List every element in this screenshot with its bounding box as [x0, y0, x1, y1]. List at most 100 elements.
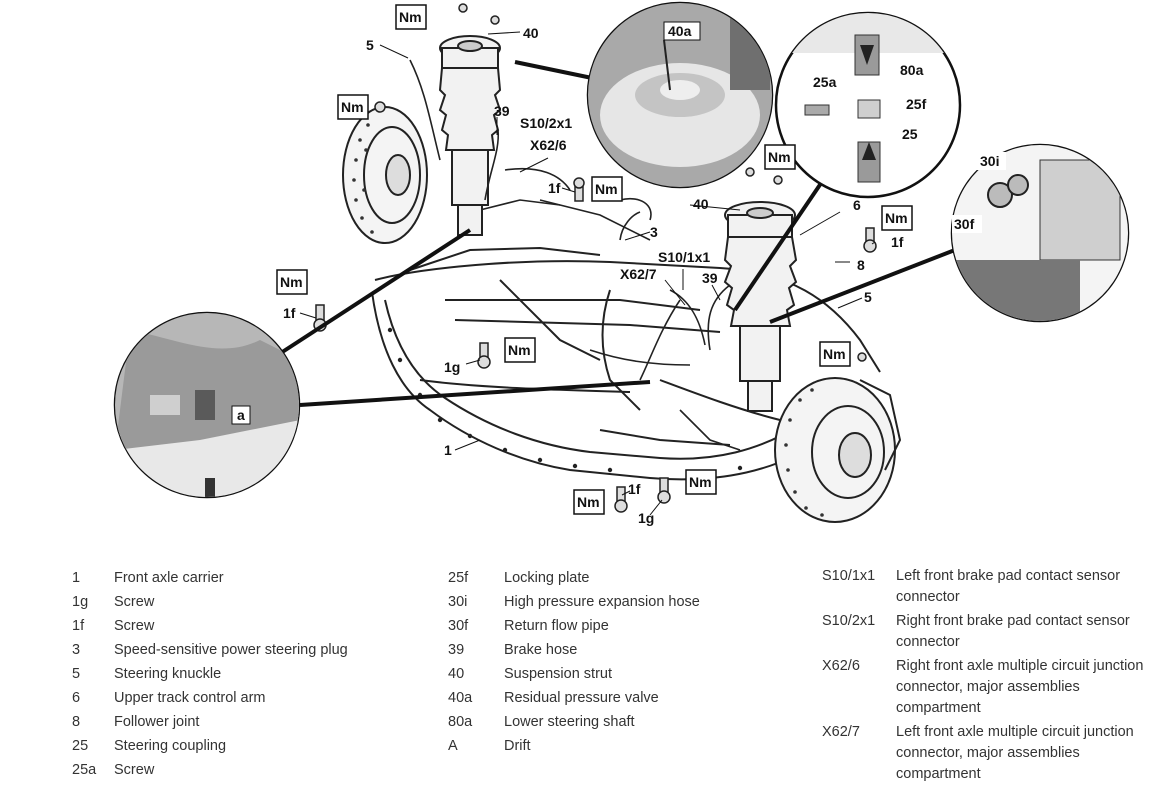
legend-key: X62/6: [822, 658, 860, 674]
legend-key: 80a: [448, 714, 473, 730]
callout-25: 25: [902, 126, 918, 142]
callout-80a: 80a: [900, 62, 924, 78]
right-suspension-strut: [723, 201, 798, 412]
torque-label: Nm: [280, 274, 303, 290]
legend-key: S10/1x1: [822, 568, 876, 584]
legend-column-2: 25f Locking plate 30i High pressure expansi…: [448, 566, 788, 758]
callout-a: a: [237, 407, 245, 423]
callout-s10-1x1: S10/1x1: [658, 249, 710, 265]
callout-x62-6: X62/6: [530, 137, 567, 153]
legend-item: 39 Brake hose: [448, 638, 788, 662]
legend-item: 1g Screw: [72, 590, 402, 614]
bolts: [313, 3, 877, 513]
right-brake-disc: [774, 377, 902, 523]
legend-item: A Drift: [448, 734, 788, 758]
legend-key: 25: [72, 738, 89, 754]
torque-label: Nm: [595, 181, 618, 197]
callout-1: 1: [444, 442, 452, 458]
front-axle-carrier-drawing: [371, 199, 881, 481]
legend-key: 40: [448, 666, 465, 682]
callout-40-top: 40: [523, 25, 539, 41]
front-axle-diagram: a 40a 80a 25a 25f: [113, 1, 1130, 526]
legend-description: Residual pressure valve: [504, 690, 659, 706]
callout-25f: 25f: [906, 96, 927, 112]
legend-key: 25f: [448, 570, 469, 586]
legend-key: 30i: [448, 594, 468, 610]
callout-40-center: 40: [693, 196, 709, 212]
callout-labels: 5 40 39 S10/2x1 X62/6 1f 3 40 6 1f S10/1…: [283, 25, 904, 526]
detail-circle-residual-valve: 40a: [586, 1, 774, 189]
legend-key: 5: [72, 666, 81, 682]
callout-25a: 25a: [813, 74, 837, 90]
legend-item: 25 Steering coupling: [72, 734, 402, 758]
legend-key: 8: [72, 714, 81, 730]
legend-key: 40a: [448, 690, 473, 706]
legend-key: 1f: [72, 618, 85, 634]
legend-description: Screw: [114, 618, 155, 634]
torque-label: Nm: [399, 9, 422, 25]
legend-item: X62/6 Right front axle multiple circuit j…: [822, 656, 1152, 719]
legend-description: Follower joint: [114, 714, 200, 730]
torque-label: Nm: [508, 342, 531, 358]
legend-item: 1f Screw: [72, 614, 402, 638]
legend-item: 1 Front axle carrier: [72, 566, 402, 590]
legend-key: 25a: [72, 762, 97, 778]
legend-description: Steering coupling: [114, 738, 227, 754]
torque-labels: Nm Nm Nm Nm Nm Nm Nm Nm Nm Nm: [280, 9, 908, 510]
legend-key: 30f: [448, 618, 469, 634]
callout-3: 3: [650, 224, 658, 240]
legend-key: 1: [72, 570, 81, 586]
legend-description: Brake hose: [504, 642, 578, 658]
legend-description: Drift: [504, 738, 531, 754]
legend-key: 3: [72, 642, 81, 658]
legend-key: 39: [448, 642, 465, 658]
detail-circle-steering-coupling: 80a 25a 25f 25: [774, 11, 962, 199]
callout-40a: 40a: [668, 23, 692, 39]
callout-1f-left: 1f: [283, 305, 296, 321]
legend-description: Right front brake pad contact sensor con…: [896, 613, 1130, 650]
legend-item: 40a Residual pressure valve: [448, 686, 788, 710]
legend-description: Steering knuckle: [114, 666, 222, 682]
legend-column-3: S10/1x1 Left front brake pad contact sens…: [822, 566, 1152, 788]
torque-label: Nm: [577, 494, 600, 510]
legend-description: High pressure expansion hose: [504, 594, 700, 610]
callout-39-top: 39: [494, 103, 510, 119]
callout-1f-bottom: 1f: [628, 481, 641, 497]
detail-circle-pressure-hoses: 30i 30f: [950, 143, 1130, 323]
callout-8: 8: [857, 257, 865, 273]
legend-item: 30f Return flow pipe: [448, 614, 788, 638]
callout-1f-right: 1f: [891, 234, 904, 250]
callout-30f: 30f: [954, 216, 975, 232]
detail-pointer-lines: [268, 60, 961, 407]
detail-circle-drift: a: [113, 311, 301, 499]
callout-1f-center: 1f: [548, 180, 561, 196]
torque-boxes: [276, 4, 913, 515]
legend-item: 8 Follower joint: [72, 710, 402, 734]
callout-30i: 30i: [980, 153, 999, 169]
legend-description: Left front brake pad contact sensor conn…: [896, 568, 1121, 605]
torque-label: Nm: [341, 99, 364, 115]
legend-description: Right front axle multiple circuit juncti…: [896, 658, 1144, 716]
legend-item: 40 Suspension strut: [448, 662, 788, 686]
legend-description: Front axle carrier: [114, 570, 224, 586]
torque-label: Nm: [689, 474, 712, 490]
callout-5-right: 5: [864, 289, 872, 305]
legend-description: Return flow pipe: [504, 618, 609, 634]
callout-5-top: 5: [366, 37, 374, 53]
callout-s10-2x1: S10/2x1: [520, 115, 572, 131]
legend-item: 25f Locking plate: [448, 566, 788, 590]
legend-description: Screw: [114, 594, 155, 610]
legend-key: A: [448, 738, 458, 754]
legend-description: Locking plate: [504, 570, 590, 586]
legend-description: Suspension strut: [504, 666, 613, 682]
legend-item: 30i High pressure expansion hose: [448, 590, 788, 614]
torque-label: Nm: [768, 149, 791, 165]
legend-key: 1g: [72, 594, 89, 610]
right-disc-holes: [784, 388, 824, 517]
